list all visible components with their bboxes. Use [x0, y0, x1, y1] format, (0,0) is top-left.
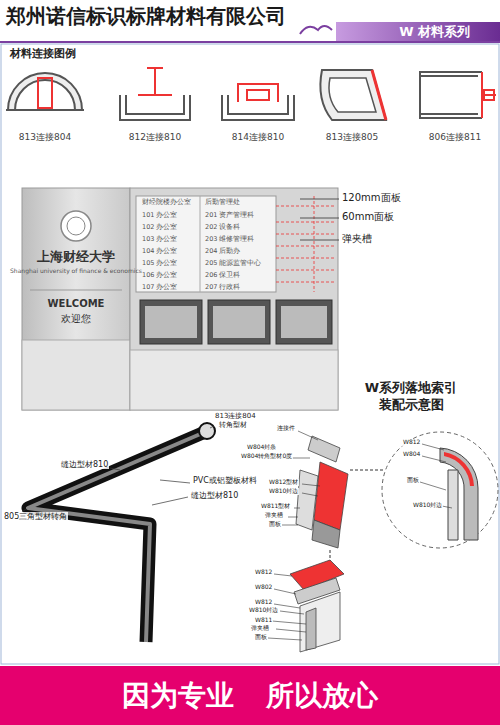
part-label: 缝边型材810	[190, 491, 239, 500]
detail-label: W810封边	[412, 502, 443, 509]
detail-label: 弹夹槽	[264, 512, 284, 519]
detail-label: W804封条	[246, 444, 277, 451]
detail-label: 面板	[406, 477, 420, 484]
detail-label: 面板	[268, 521, 282, 528]
joint-caption: 813连接805	[326, 132, 378, 142]
detail-label: W804	[402, 451, 421, 458]
directory-cell: 205 能源监管中心	[205, 260, 261, 267]
detail-label: W804转角型材0度	[240, 453, 293, 460]
part-label: 转角型材	[218, 421, 248, 429]
directory-cell: 103 办公室	[142, 236, 177, 243]
directory-cell: 财经院楼办公室	[142, 199, 191, 206]
detail-label: W811型材	[260, 503, 291, 510]
directory-cell: 107 办公室	[142, 284, 177, 291]
company-title: 郑州诺信标识标牌材料有限公司	[6, 5, 286, 28]
school-name-en: Shanghai university of finance & economi…	[10, 268, 142, 275]
directory-cell: 206 保卫科	[205, 272, 240, 279]
callout-label: 弹夹槽	[342, 233, 372, 245]
welcome-text: 欢迎您	[61, 313, 91, 325]
node-text: 因为专业 所以放心	[122, 677, 378, 715]
section-heading: 材料连接图例	[10, 48, 76, 61]
welcome-text: WELCOME	[48, 298, 105, 310]
node-text: W 材料系列	[399, 23, 470, 41]
directory-cell: 101 办公室	[142, 212, 177, 219]
directory-cell: 201 资产管理科	[205, 212, 254, 219]
detail-label: W812	[402, 439, 421, 446]
directory-cell: 202 设备科	[205, 224, 240, 231]
detail-label: 面板	[254, 634, 268, 641]
part-label: PVC或铝塑板材料	[192, 476, 258, 485]
slogan-band: 因为专业 所以放心	[0, 666, 500, 725]
directory-cell: 106 办公室	[142, 272, 177, 279]
school-name: 上海财经大学	[37, 250, 115, 265]
part-label: 缝边型材810	[60, 460, 109, 469]
callout-label: 60mm面板	[342, 211, 394, 223]
part-label: 805三角型材转角	[3, 512, 68, 521]
series-band: W 材料系列	[336, 22, 500, 41]
detail-label: W802	[254, 584, 273, 591]
directory-cell: 207 行政科	[205, 284, 240, 291]
part-label: 813连接804	[214, 412, 257, 420]
detail-label: W812	[254, 569, 273, 576]
detail-label: W811	[254, 617, 273, 624]
figure-title: W系列落地索引 装配示意图	[352, 380, 470, 414]
directory-cell: 203 维修管理科	[205, 236, 254, 243]
detail-label: W812	[254, 599, 273, 606]
directory-cell: 后勤管理处	[205, 199, 240, 206]
joint-caption: 806连接811	[429, 132, 481, 142]
joint-caption: 813连接804	[19, 132, 71, 142]
detail-label: W810封边	[268, 488, 299, 495]
detail-label: W810封边	[248, 607, 279, 614]
detail-label: 弹夹槽	[250, 625, 270, 632]
detail-label: 连接件	[276, 425, 296, 432]
directory-cell: 204 后勤办	[205, 248, 240, 255]
directory-cell: 104 办公室	[142, 248, 177, 255]
detail-label: W812型材	[268, 479, 299, 486]
directory-cell: 102 办公室	[142, 224, 177, 231]
directory-cell: 105 办公室	[142, 260, 177, 267]
joint-caption: 814连接810	[232, 132, 284, 142]
callout-label: 120mm面板	[342, 192, 401, 204]
joint-caption: 812连接810	[129, 132, 181, 142]
